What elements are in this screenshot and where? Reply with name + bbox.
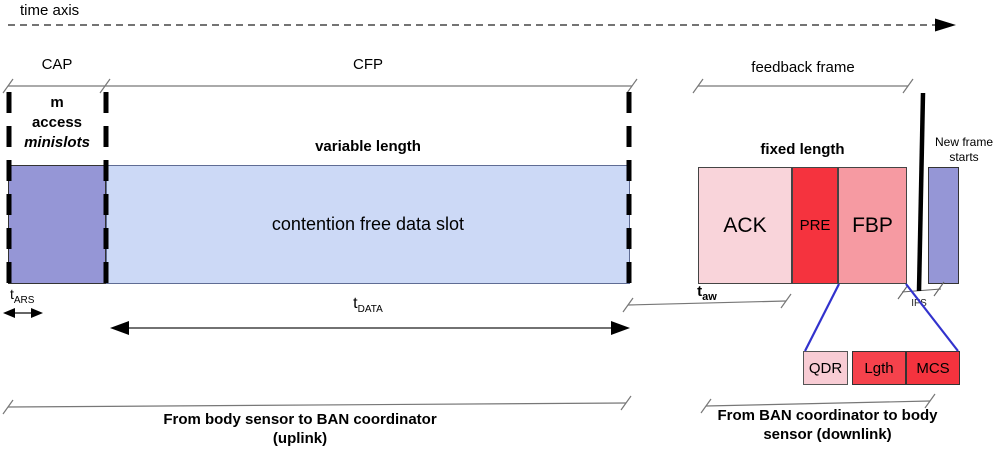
- t-data-arrow: [110, 321, 630, 335]
- minislots-caption-line1: m: [50, 94, 64, 111]
- fixed-length-caption: fixed length: [760, 141, 845, 158]
- lgth-label: Lgth: [864, 359, 894, 377]
- downlink-line2: sensor (downlink): [763, 426, 892, 443]
- qdr-label: QDR: [808, 359, 843, 377]
- ifs-label: IFS: [911, 298, 927, 309]
- new-frame-caption: New frame starts: [925, 135, 1000, 165]
- t-ars-label: tARS: [10, 286, 34, 306]
- uplink-line1: From body sensor to BAN coordinator: [163, 411, 437, 428]
- qdr-box: QDR: [803, 351, 848, 385]
- ifs-bracket: [897, 281, 945, 300]
- contention-free-data-slot-box: contention free data slot: [106, 165, 630, 284]
- feedback-frame-label: feedback frame: [751, 59, 855, 76]
- t-data-label: tDATA: [106, 295, 630, 315]
- variable-length-caption: variable length: [315, 138, 421, 155]
- new-frame-caption-line1: New frame: [934, 135, 993, 149]
- minislots-caption-line2: access: [31, 114, 83, 131]
- time-axis-label: time axis: [20, 2, 80, 19]
- t-ars-base: t: [10, 286, 14, 302]
- pre-box: PRE: [792, 167, 838, 284]
- fbp-expansion-connectors: [804, 283, 959, 352]
- data-slot-label: contention free data slot: [271, 214, 465, 234]
- t-data-base: t: [353, 295, 358, 312]
- ack-box: ACK: [698, 167, 792, 284]
- t-data-sub: DATA: [357, 304, 383, 315]
- fbp-label: FBP: [852, 213, 893, 237]
- t-aw-base: t: [697, 283, 703, 300]
- uplink-direction-label: From body sensor to BAN coordinator (upl…: [75, 410, 525, 448]
- cfp-section-label: CFP: [353, 56, 383, 73]
- mcs-box: MCS: [906, 351, 960, 385]
- t-aw-label: taw: [628, 283, 786, 303]
- t-ars-arrow: [3, 308, 43, 318]
- cap-section-label: CAP: [41, 56, 73, 73]
- new-frame-separator-line: [916, 92, 926, 292]
- pre-label: PRE: [799, 217, 831, 234]
- lgth-box: Lgth: [852, 351, 906, 385]
- minislots-box: [8, 165, 106, 284]
- downlink-line1: From BAN coordinator to body: [717, 407, 938, 424]
- downlink-direction-label: From BAN coordinator to body sensor (dow…: [695, 406, 960, 444]
- mcs-label: MCS: [916, 359, 950, 377]
- new-frame-caption-line2: starts: [949, 150, 979, 164]
- fbp-box: FBP: [838, 167, 907, 284]
- minislots-caption: m access minislots: [2, 93, 112, 153]
- ack-label: ACK: [723, 213, 767, 237]
- time-axis-arrow: [8, 18, 956, 32]
- new-frame-box: [928, 167, 959, 284]
- feedback-frame-bracket: [692, 78, 914, 94]
- t-ars-sub: ARS: [13, 295, 35, 306]
- uplink-line2: (uplink): [272, 430, 328, 447]
- minislots-caption-line3: minislots: [24, 134, 90, 151]
- t-aw-sub: aw: [702, 291, 717, 303]
- cap-cfp-bracket: [2, 78, 638, 94]
